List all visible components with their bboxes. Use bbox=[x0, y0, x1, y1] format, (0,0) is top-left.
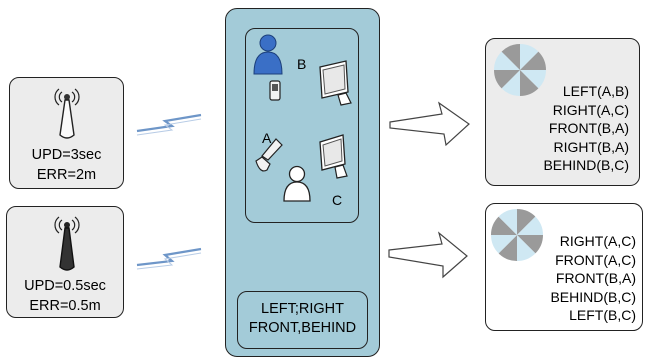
central-panel: B A C LEFT;RIGHT FRONT,BEHIND bbox=[225, 8, 380, 357]
sensor-2-error: ERR=0.5m bbox=[29, 298, 101, 314]
relation-item: LEFT(B,C) bbox=[569, 307, 636, 324]
direction-wheel-icon bbox=[493, 43, 546, 97]
label-a: A bbox=[262, 130, 272, 146]
direction-wheel-icon bbox=[490, 208, 543, 262]
relation-item: FRONT(A,C) bbox=[555, 251, 636, 268]
wireless-signal-icon bbox=[136, 252, 202, 270]
scene-box: B A C bbox=[245, 28, 359, 223]
antenna-dark-icon bbox=[54, 216, 80, 271]
keywords-line-2: FRONT,BEHIND bbox=[248, 320, 357, 336]
relation-item: LEFT(A,B) bbox=[562, 83, 629, 99]
label-c: C bbox=[332, 192, 343, 208]
person-white-icon bbox=[283, 165, 311, 202]
sensor-2-update-rate: UPD=0.5sec bbox=[24, 278, 106, 294]
sensor-box-1: UPD=3sec ERR=2m bbox=[9, 77, 124, 189]
relation-item: RIGHT(A,C) bbox=[552, 101, 629, 118]
arrow-right-icon bbox=[389, 101, 470, 147]
flip-phone-icon bbox=[255, 138, 283, 172]
relation-item: FRONT(B,A) bbox=[555, 270, 636, 287]
result-box-2: RIGHT(A,C) FRONT(A,C) FRONT(B,A) BEHIND(… bbox=[485, 203, 643, 331]
result-box-1: LEFT(A,B) RIGHT(A,C) FRONT(B,A) RIGHT(B,… bbox=[485, 38, 640, 186]
wireless-signal-icon bbox=[136, 113, 202, 133]
arrow-right-icon bbox=[388, 231, 468, 279]
sensor-1-error: ERR=2m bbox=[36, 167, 97, 183]
monitor-icon bbox=[319, 134, 348, 179]
wireless-signal-icon bbox=[136, 118, 202, 136]
person-blue-icon bbox=[253, 34, 283, 75]
monitor-icon bbox=[319, 60, 352, 106]
relation-item: BEHIND(B,C) bbox=[543, 157, 629, 174]
phone-icon bbox=[269, 80, 281, 101]
keywords-box: LEFT;RIGHT FRONT,BEHIND bbox=[237, 291, 368, 349]
sensor-box-2: UPD=0.5sec ERR=0.5m bbox=[6, 206, 124, 318]
relation-item: FRONT(B,A) bbox=[548, 120, 629, 137]
sensor-1-update-rate: UPD=3sec bbox=[31, 147, 102, 163]
keywords-line-1: LEFT;RIGHT bbox=[261, 301, 344, 317]
relation-item: RIGHT(B,A) bbox=[553, 138, 629, 155]
antenna-light-icon bbox=[54, 88, 80, 139]
label-b: B bbox=[297, 56, 307, 72]
relation-item: RIGHT(A,C) bbox=[559, 233, 636, 249]
relation-item: BEHIND(B,C) bbox=[550, 288, 636, 305]
